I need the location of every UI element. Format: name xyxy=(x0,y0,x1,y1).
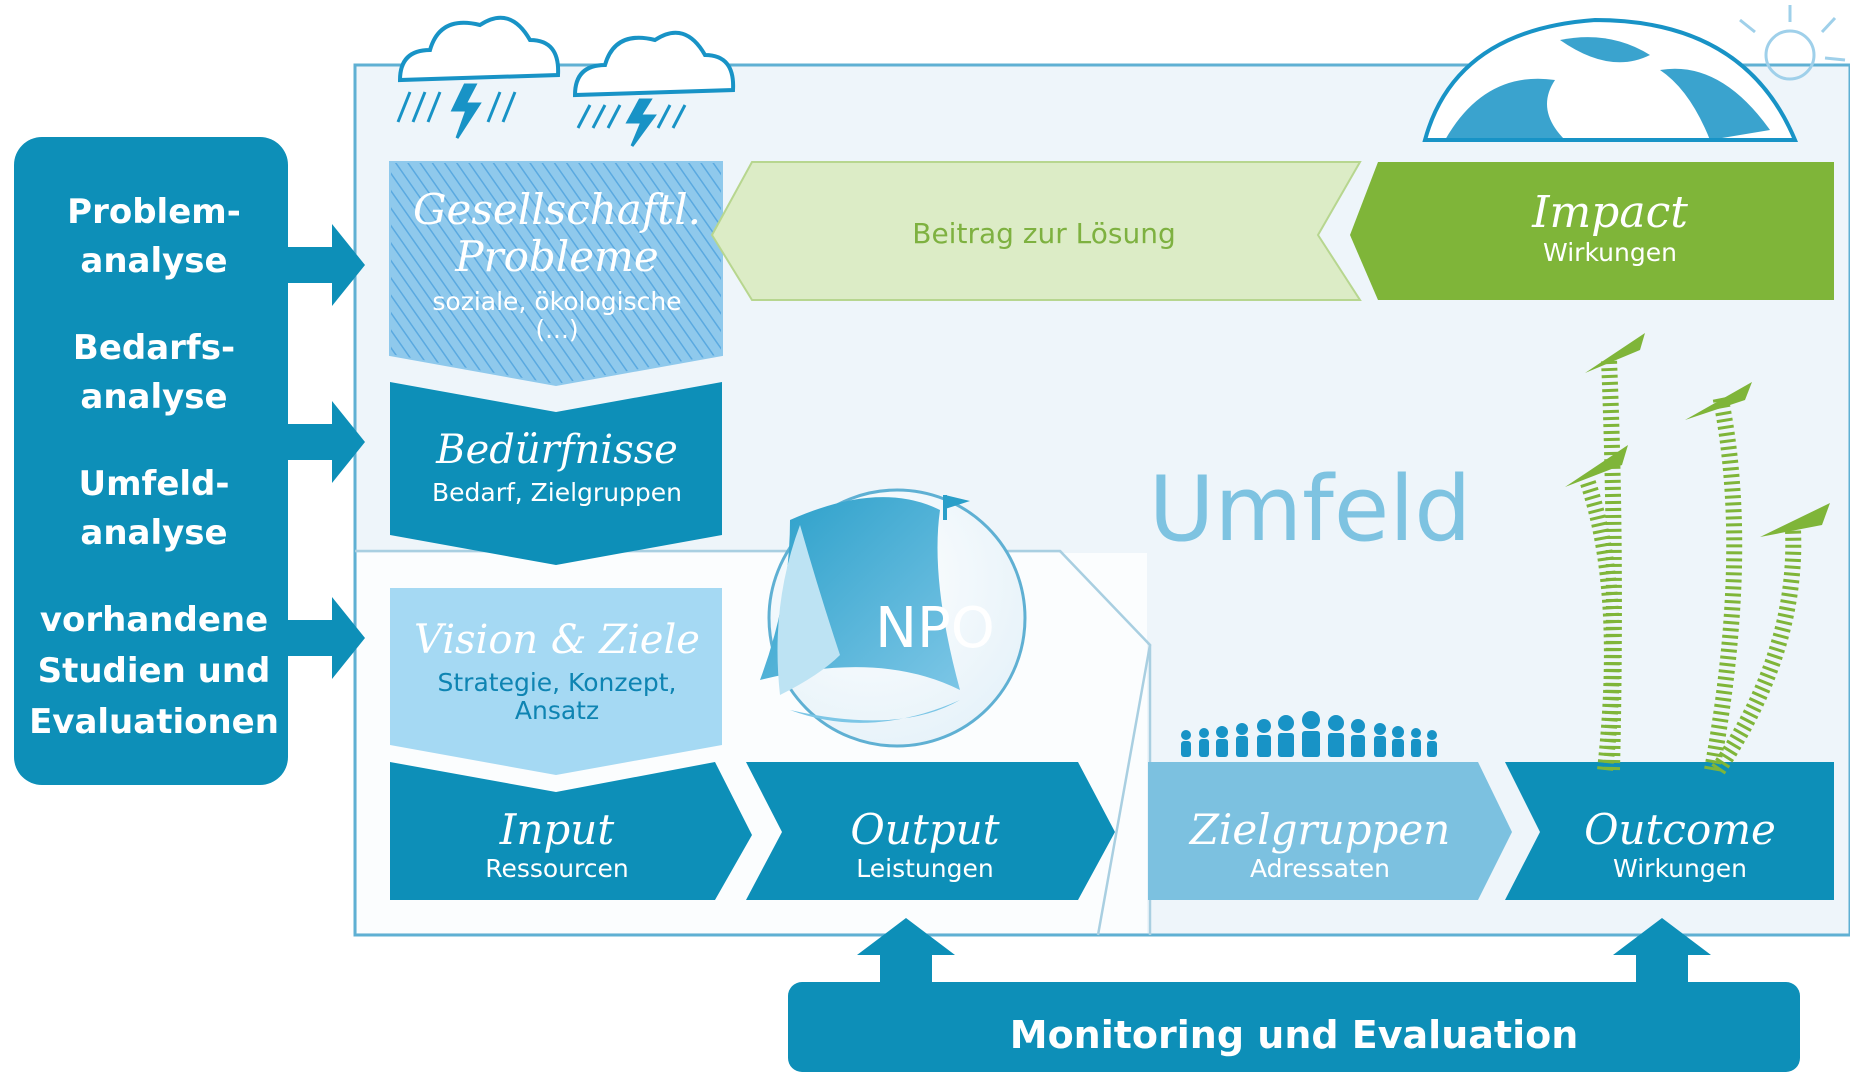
umfeldanalyse-label: Umfeld- analyse xyxy=(14,460,294,559)
bedarfsanalyse-label: Bedarfs- analyse xyxy=(14,324,294,423)
outcome-sub: Wirkungen xyxy=(1613,854,1747,884)
sailing-ship-icon xyxy=(760,495,970,723)
studien-label: vorhandene Studien und Evaluationen xyxy=(14,595,294,748)
vision-text: Vision & Ziele Strategie, Konzept, Ansat… xyxy=(392,618,722,725)
storm-cloud-icon xyxy=(397,15,736,98)
section-divider-right xyxy=(1059,550,1152,936)
zielgruppen-title: Zielgruppen xyxy=(1189,805,1451,854)
beduerfnisse-sub: Bedarf, Zielgruppen xyxy=(431,477,683,507)
probleme-text: Gesellschaftl. Probleme soziale, ökologi… xyxy=(392,186,722,344)
storm-cloud-rain xyxy=(396,83,687,147)
impact-arrows xyxy=(1579,359,1802,775)
output-title: Output xyxy=(850,805,1000,854)
studien-line1: vorhandene xyxy=(39,600,269,640)
vision-sub1: Strategie, Konzept, xyxy=(437,667,677,697)
monitoring-arrows xyxy=(857,918,1711,982)
people-icon xyxy=(1181,711,1437,757)
vision-title: Vision & Ziele xyxy=(414,617,700,663)
globe-icon xyxy=(1422,17,1799,142)
probleme-box xyxy=(389,161,723,387)
vision-box xyxy=(390,588,722,775)
monitoring-label: Monitoring und Evaluation xyxy=(1009,1013,1579,1057)
probleme-title1: Gesellschaftl. xyxy=(412,185,702,234)
outcome-box xyxy=(1505,762,1834,900)
probleme-title2: Probleme xyxy=(455,232,659,282)
problemanalyse-line1: Problem- xyxy=(67,192,241,232)
beitrag-box xyxy=(710,161,1362,301)
probleme-sub2: (...) xyxy=(535,315,579,345)
studien-line3: Evaluationen xyxy=(29,702,279,742)
output-sub: Leistungen xyxy=(856,854,994,884)
problemanalyse-label: Problem- analyse xyxy=(14,188,294,287)
zielgruppen-box xyxy=(1148,762,1512,900)
probleme-sub1: soziale, ökologische xyxy=(432,287,682,317)
sun-icon xyxy=(1739,5,1846,81)
output-box xyxy=(746,762,1115,900)
zielgruppen-sub: Adressaten xyxy=(1249,854,1391,884)
vision-sub2: Ansatz xyxy=(514,695,600,725)
umfeld-label: Umfeld xyxy=(1148,457,1472,562)
umfeldanalyse-line1: Umfeld- xyxy=(78,464,230,504)
impact-box xyxy=(1350,162,1834,300)
output-text: Output Leistungen xyxy=(770,806,1080,883)
beduerfnisse-title: Bedürfnisse xyxy=(436,427,678,473)
beduerfnisse-text: Bedürfnisse Bedarf, Zielgruppen xyxy=(392,428,722,507)
input-title: Input xyxy=(499,805,615,854)
zielgruppen-text: Zielgruppen Adressaten xyxy=(1160,806,1480,883)
input-text: Input Ressourcen xyxy=(392,806,722,883)
outcome-title: Outcome xyxy=(1584,805,1776,854)
analysis-panel xyxy=(14,137,288,785)
beitrag-text: Beitrag zur Lösung xyxy=(912,217,1176,250)
problemanalyse-line2: analyse xyxy=(80,241,228,282)
npo-label: NPO xyxy=(875,596,995,661)
studien-line2: Studien und xyxy=(37,651,271,691)
outcome-text: Outcome Wirkungen xyxy=(1525,806,1835,883)
input-sub: Ressourcen xyxy=(485,854,629,884)
impact-title: Impact xyxy=(1532,187,1688,238)
umfeldanalyse-line2: analyse xyxy=(80,513,228,554)
beduerfnisse-box xyxy=(390,382,722,565)
bedarfsanalyse-line2: analyse xyxy=(80,377,228,418)
input-box xyxy=(390,762,752,900)
impact-sub: Wirkungen xyxy=(1543,238,1677,268)
analysis-arrows xyxy=(288,224,365,679)
bedarfsanalyse-line1: Bedarfs- xyxy=(72,328,236,368)
impact-text: Impact Wirkungen xyxy=(1400,188,1820,267)
monitoring-bar xyxy=(788,982,1800,1072)
impact-arrowheads xyxy=(1565,333,1830,537)
